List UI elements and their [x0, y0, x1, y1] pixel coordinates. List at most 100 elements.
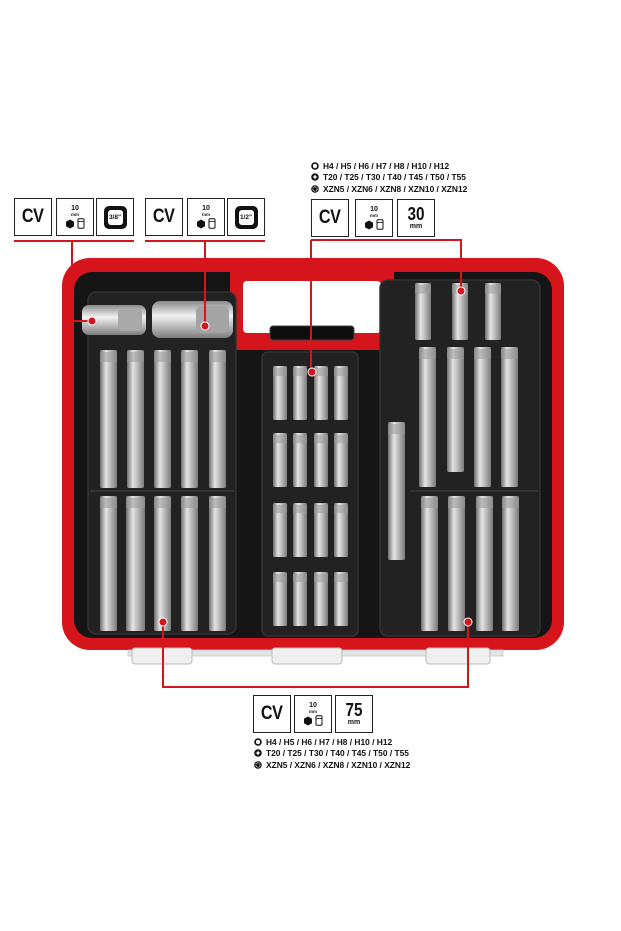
bit-size-cell: 10 mm: [294, 695, 332, 733]
hex-icon: [311, 161, 319, 170]
short-bit: [273, 366, 287, 420]
length-cell: 75 mm: [335, 695, 373, 733]
leader-long-bits: [162, 622, 469, 688]
bit-size-unit: mm: [201, 212, 210, 217]
square-drive-icon: 3/8": [103, 205, 127, 229]
callout-dots: [87, 286, 473, 627]
bit-shank-icon: [77, 218, 85, 229]
bit-size-value: 10: [370, 206, 378, 213]
long-bit: [100, 350, 117, 488]
torx-icon: [254, 749, 262, 758]
material-cell: CV: [145, 198, 183, 236]
size-list-text: T20 / T25 / T30 / T40 / T45 / T50 / T55: [266, 748, 409, 759]
long-bit: [447, 347, 464, 472]
short-bit: [273, 503, 287, 557]
hex-icon: [66, 219, 74, 228]
square-drive-icon: 1/2": [234, 205, 258, 229]
long-bits-size-list: H4 / H5 / H6 / H7 / H8 / H10 / H12 T20 /…: [254, 736, 410, 771]
material-label: CV: [22, 206, 44, 227]
long-bit: [448, 496, 465, 631]
short-bit: [273, 572, 287, 626]
dot-short-bits-right: [456, 286, 466, 296]
length-unit: mm: [347, 719, 361, 726]
callout-underline: [145, 240, 265, 242]
long-bit: [181, 350, 198, 488]
bit-size-unit: mm: [70, 212, 79, 217]
hex-icon: [365, 220, 373, 229]
list-item: XZN5 / XZN6 / XZN8 / XZN10 / XZN12: [254, 759, 410, 771]
short-bit: [293, 366, 307, 420]
material-cell: CV: [14, 198, 52, 236]
bit-size-unit: mm: [369, 213, 378, 218]
adapter-1-2: [152, 301, 233, 338]
short-bit: [485, 283, 501, 340]
list-item: T20 / T25 / T30 / T40 / T45 / T50 / T55: [254, 748, 410, 760]
short-bit: [334, 503, 348, 557]
short-bit: [334, 366, 348, 420]
material-cell: CV: [311, 199, 349, 237]
long-bit: [502, 496, 519, 631]
short-bit: [334, 572, 348, 626]
dot-long-bits-right: [463, 617, 473, 627]
drive-size-label: 3/8": [107, 209, 123, 225]
list-item: T20 / T25 / T30 / T40 / T45 / T50 / T55: [311, 172, 467, 184]
bits-group: [100, 283, 519, 631]
short-bit: [415, 283, 431, 340]
adapter-3-8: [82, 305, 146, 335]
short-bits-size-list: H4 / H5 / H6 / H7 / H8 / H10 / H12 T20 /…: [311, 160, 467, 195]
short-bit: [273, 433, 287, 487]
leader-short-bits-right: [311, 239, 462, 291]
hex-icon: [254, 737, 262, 746]
list-item: XZN5 / XZN6 / XZN8 / XZN10 / XZN12: [311, 183, 467, 195]
long-bit: [126, 496, 145, 631]
drive-size-cell: 3/8": [96, 198, 134, 236]
hex-icon: [197, 219, 205, 228]
dot-adapter-1-2: [200, 321, 210, 331]
long-bit: [421, 496, 438, 631]
size-list-text: H4 / H5 / H6 / H7 / H8 / H10 / H12: [323, 160, 450, 171]
long-bit: [154, 496, 171, 631]
bit-shank-icon: [208, 218, 216, 229]
size-list-text: T20 / T25 / T30 / T40 / T45 / T50 / T55: [323, 172, 466, 183]
torx-icon: [311, 173, 319, 182]
long-bit: [419, 347, 436, 487]
bit-shank-icon: [376, 219, 384, 230]
bit-size-value: 10: [202, 205, 210, 212]
drive-size-label: 1/2": [238, 209, 254, 225]
long-bit: [154, 350, 171, 488]
short-bit: [293, 572, 307, 626]
long-bit: [100, 496, 117, 631]
spline-icon: [254, 760, 262, 769]
short-bit: [293, 433, 307, 487]
length-unit: mm: [409, 223, 423, 230]
material-cell: CV: [253, 695, 291, 733]
callout-underline: [14, 240, 134, 242]
dot-long-bits-left: [158, 617, 168, 627]
material-label: CV: [153, 206, 175, 227]
bit-shank-icon: [315, 715, 323, 726]
length-value: 30: [407, 204, 425, 224]
short-bit: [314, 433, 328, 487]
hex-icon: [304, 716, 312, 725]
short-bit: [314, 503, 328, 557]
bit-size-cell: 10 mm: [187, 198, 225, 236]
latch-right: [425, 647, 491, 665]
long-bit: [388, 422, 405, 560]
size-list-text: XZN5 / XZN6 / XZN8 / XZN10 / XZN12: [323, 183, 468, 194]
list-item: H4 / H5 / H6 / H7 / H8 / H10 / H12: [311, 160, 467, 172]
long-bit: [209, 350, 226, 488]
bit-size-value: 10: [309, 702, 317, 709]
list-item: H4 / H5 / H6 / H7 / H8 / H10 / H12: [254, 736, 410, 748]
long-bit: [127, 350, 144, 488]
long-bit: [476, 496, 493, 631]
long-bit: [474, 347, 491, 487]
dot-short-bits-left: [307, 367, 317, 377]
long-bit: [181, 496, 198, 631]
callout-leaders: [71, 239, 469, 688]
latch-middle: [271, 647, 343, 665]
short-bit: [314, 572, 328, 626]
dot-adapter-3-8: [87, 316, 97, 326]
short-bit: [334, 433, 348, 487]
long-bit: [209, 496, 226, 631]
